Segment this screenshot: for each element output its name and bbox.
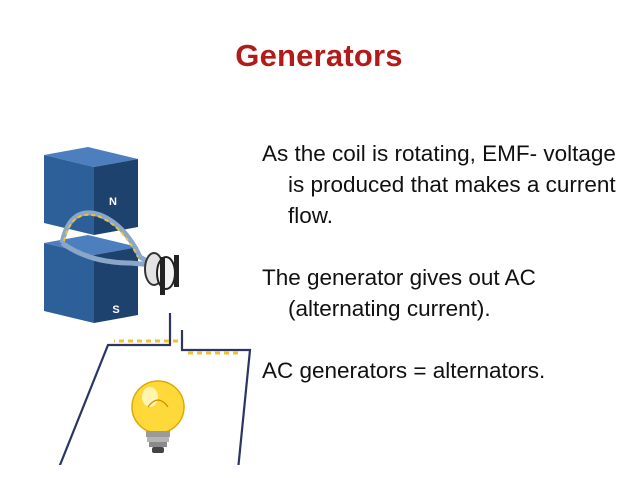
circuit-wire — [58, 313, 252, 465]
bullet-item: AC generators = alternators. — [262, 358, 546, 383]
magnet-north-label: N — [109, 196, 117, 208]
current-flow-dashes — [114, 339, 242, 355]
magnet-south-label: S — [112, 304, 119, 316]
bullet-list: As the coil is rotating, EMF- voltage is… — [262, 138, 622, 417]
light-bulb-icon — [131, 380, 185, 453]
bullet-item: The generator gives out AC (alternating … — [262, 265, 536, 321]
coil-current-dashes — [63, 213, 139, 258]
slide-title: Generators — [235, 38, 403, 73]
slip-rings — [144, 252, 179, 295]
coil-loop — [59, 210, 156, 268]
bullet-item: As the coil is rotating, EMF- voltage is… — [262, 141, 616, 228]
generator-diagram: N S — [44, 147, 252, 465]
magnet-south: S — [44, 235, 138, 323]
magnet-north: N — [44, 147, 138, 235]
